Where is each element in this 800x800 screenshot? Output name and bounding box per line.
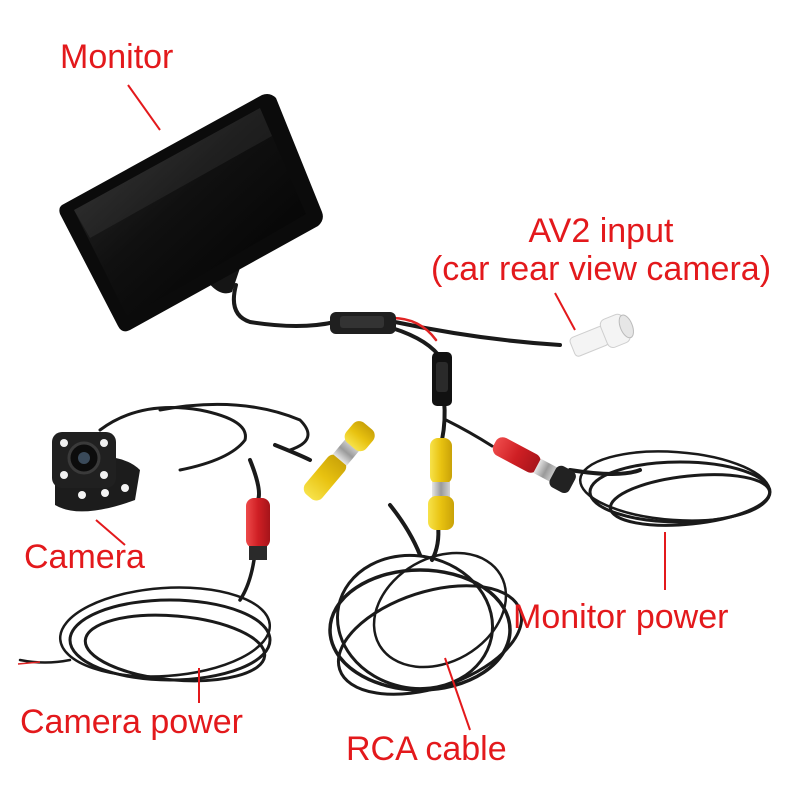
label-av2-line2: (car rear view camera) [430,250,772,288]
label-monitor-power: Monitor power [513,598,729,636]
av2-connector [569,313,634,357]
rca-yellow-connector-left [303,421,375,501]
fuse-holder [432,352,452,406]
leader-av2 [554,292,576,331]
label-camera-power: Camera power [20,703,243,741]
camera-icon [52,432,140,512]
leader-lines [95,84,666,731]
label-av2-line1: AV2 input [528,212,674,250]
monitor-icon [59,94,323,332]
rca-red-connector-top [492,437,576,494]
rca-red-connector-camera [246,498,270,560]
label-rca-cable: RCA cable [346,730,507,768]
leader-camera [95,519,126,546]
splitter-block [330,312,396,334]
leader-rca-cable [444,657,471,731]
camera-power-wire-tip [17,661,41,665]
rca-yellow-connector-right [428,438,454,530]
leader-monitor [127,84,161,131]
label-monitor: Monitor [60,38,174,76]
label-camera: Camera [24,538,145,576]
